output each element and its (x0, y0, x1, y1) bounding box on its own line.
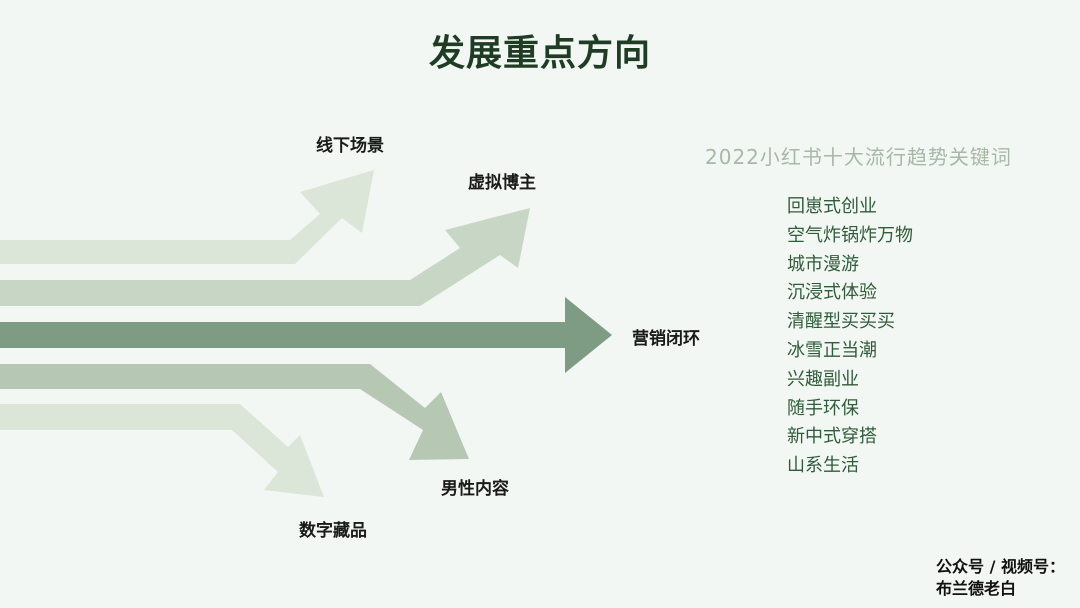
label-offline: 线下场景 (316, 136, 384, 156)
keyword-item: 回崽式创业 (787, 196, 877, 217)
keyword-item: 空气炸锅炸万物 (787, 224, 913, 246)
footer-line1: 公众号 / 视频号： (936, 557, 1065, 576)
arrow-marketing (0, 297, 612, 373)
label-marketing: 营销闭环 (632, 329, 700, 349)
arrow-offline (0, 170, 374, 264)
keyword-item: 清醒型买买买 (787, 311, 895, 333)
keywords-list: 回崽式创业 空气炸锅炸万物 城市漫游 沉浸式体验 清醒型买买买 冰雪正当潮 兴趣… (787, 193, 913, 481)
keyword-item: 随手环保 (787, 397, 859, 419)
arrow-virtual (0, 208, 530, 306)
label-digital: 数字藏品 (299, 521, 367, 541)
keyword-item: 冰雪正当潮 (787, 339, 877, 361)
page-title: 发展重点方向 (428, 33, 651, 74)
label-male: 男性内容 (441, 479, 509, 499)
keywords-title: 2022小红书十大流行趋势关键词 (705, 145, 1012, 169)
arrow-male (0, 364, 469, 460)
label-virtual: 虚拟博主 (468, 173, 536, 193)
footer-line2: 布兰德老白 (936, 579, 1017, 598)
keyword-item: 城市漫游 (787, 253, 859, 275)
keyword-item: 沉浸式体验 (787, 282, 877, 304)
keyword-item: 山系生活 (787, 455, 859, 477)
footer-credit: 公众号 / 视频号： 布兰德老白 (936, 556, 1065, 600)
arrow-digital (0, 404, 324, 497)
keyword-item: 新中式穿搭 (787, 426, 877, 448)
keyword-item: 兴趣副业 (787, 368, 859, 390)
